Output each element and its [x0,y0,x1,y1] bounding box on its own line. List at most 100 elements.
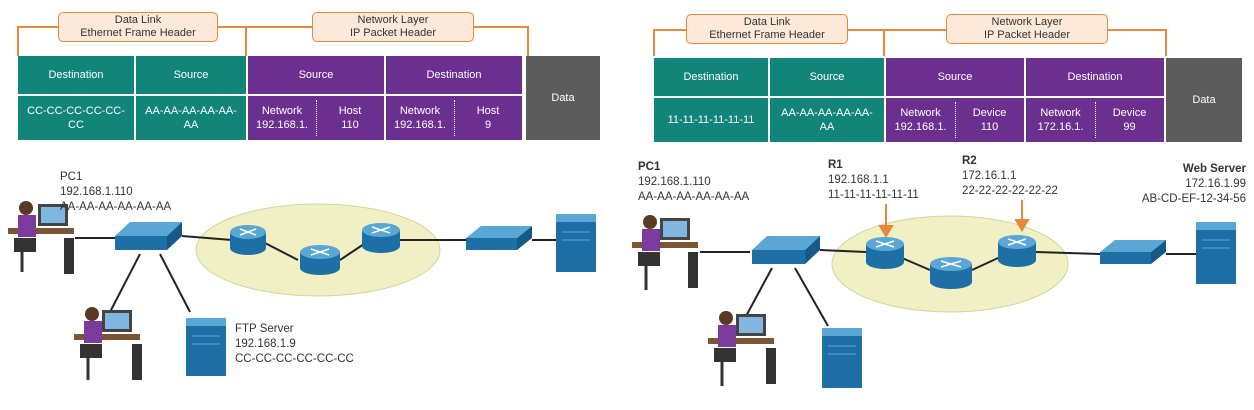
r2-mac: 22-22-22-22-22-22 [962,185,1058,197]
network-label: Network [900,107,941,119]
left-src-network: Network 192.168.1. [248,104,316,132]
left-frame-src-mac: AA-AA-AA-AA-AA-AA [136,96,246,140]
left-ip-source-header: Source [248,56,384,94]
pc1-mac: AA-AA-AA-AA-AA-AA [60,201,172,213]
left-ip-dest-header: Destination [386,56,522,94]
divider [316,100,317,136]
device-value: 99 [1123,121,1136,133]
left-ip-dest-cell: Network 192.168.1. Host 9 [386,96,522,140]
network-value: 192.168.1. [394,119,446,131]
pc-user-icon [632,215,698,290]
right-ip-source-header: Source [886,58,1024,96]
host-label: Host [338,105,362,117]
switch-icon [466,226,532,250]
right-datalink-header-label: Data Link Ethernet Frame Header [686,14,848,44]
switch-icon [752,236,820,264]
network-label: Network [1040,107,1081,119]
datalink-title: Data Link [114,14,162,26]
pc1-name: PC1 [60,171,83,183]
ftp-mac: CC-CC-CC-CC-CC-CC [235,353,354,365]
pc1-mac: AA-AA-AA-AA-AA-AA [638,191,750,203]
datalink-subtitle: Ethernet Frame Header [709,29,825,41]
right-frame-dest-mac: 11-11-11-11-11-11 [654,98,768,142]
left-src-host: Host 110 [316,104,384,132]
left-frame-dest-mac: CC-CC-CC-CC-CC-CC [18,96,134,140]
datalink-subtitle: Ethernet Frame Header [80,27,196,39]
pc1-name: PC1 [638,161,661,173]
host-value: 9 [484,119,492,131]
right-frame-src-mac: AA-AA-AA-AA-AA-AA [770,98,884,142]
web-server-label: Web Server 172.16.1.99 AB-CD-EF-12-34-56 [1128,162,1246,207]
left-pc1-label: PC1 192.168.1.110 AA-AA-AA-AA-AA-AA [60,170,171,215]
network-value: 172.16.1. [1037,121,1084,133]
pc1-ip: 192.168.1.110 [638,176,711,188]
left-ftp-label: FTP Server 192.168.1.9 CC-CC-CC-CC-CC-CC [235,322,354,367]
web-server-icon [1196,222,1236,284]
router-icon [362,223,400,253]
pc-user-icon [708,311,776,386]
pc-user-icon [74,307,142,380]
left-data-cell: Data [526,56,600,140]
divider [454,100,455,136]
network-label: Network [261,105,303,117]
right-ip-source-cell: Network 192.168.1. Device 110 [886,98,1024,142]
network-subtitle: IP Packet Header [349,27,436,39]
device-label: Device [972,107,1007,119]
pc-user-icon [8,201,74,274]
right-data-cell: Data [1166,58,1242,142]
right-ip-dest-cell: Network 172.16.1. Device 99 [1026,98,1164,142]
router-icon [300,245,340,275]
left-datalink-header-label: Data Link Ethernet Frame Header [58,12,218,42]
network-title: Network Layer [991,16,1063,28]
switch-icon [115,222,182,250]
right-src-device: Device 110 [955,106,1024,134]
right-src-network: Network 192.168.1. [886,106,955,134]
device-value: 110 [980,121,999,133]
left-dst-network: Network 192.168.1. [386,104,454,132]
network-label: Network [399,105,441,117]
host-label: Host [476,105,500,117]
pc1-ip: 192.168.1.110 [60,186,133,198]
router-r1-icon [866,237,904,269]
web-mac: AB-CD-EF-12-34-56 [1141,193,1246,205]
right-network-header-label: Network Layer IP Packet Header [946,14,1108,44]
router-icon [230,225,266,255]
left-network-header-label: Network Layer IP Packet Header [312,12,474,42]
web-ip: 172.16.1.99 [1185,178,1246,190]
server-icon [556,214,596,272]
ftp-server-icon [186,318,226,376]
router-r2-icon [998,235,1036,267]
r1-label: R1 192.168.1.1 11-11-11-11-11-11 [828,158,919,203]
right-dst-network: Network 172.16.1. [1026,106,1095,134]
left-dst-host: Host 9 [454,104,522,132]
web-name: Web Server [1182,163,1246,175]
left-frame-destination-header: Destination [18,56,134,94]
router-icon [930,257,972,289]
network-value: 192.168.1. [256,119,308,131]
r1-name: R1 [828,159,843,171]
device-label: Device [1112,107,1147,119]
network-value: 192.168.1. [894,121,947,133]
server-icon [822,328,862,388]
ftp-name: FTP Server [235,323,294,335]
divider [1095,102,1096,138]
r2-ip: 172.16.1.1 [962,170,1017,182]
ftp-ip: 192.168.1.9 [235,338,296,350]
r1-ip: 192.168.1.1 [828,174,889,186]
switch-icon [1100,240,1166,264]
right-frame-destination-header: Destination [654,58,768,96]
right-dst-device: Device 99 [1095,106,1164,134]
host-value: 110 [341,119,359,131]
right-ip-dest-header: Destination [1026,58,1164,96]
divider [955,102,956,138]
left-ip-source-cell: Network 192.168.1. Host 110 [248,96,384,140]
r2-name: R2 [962,155,977,167]
r1-mac: 11-11-11-11-11-11 [828,189,919,201]
datalink-title: Data Link [743,16,791,28]
network-title: Network Layer [357,14,429,26]
left-frame-source-header: Source [136,56,246,94]
